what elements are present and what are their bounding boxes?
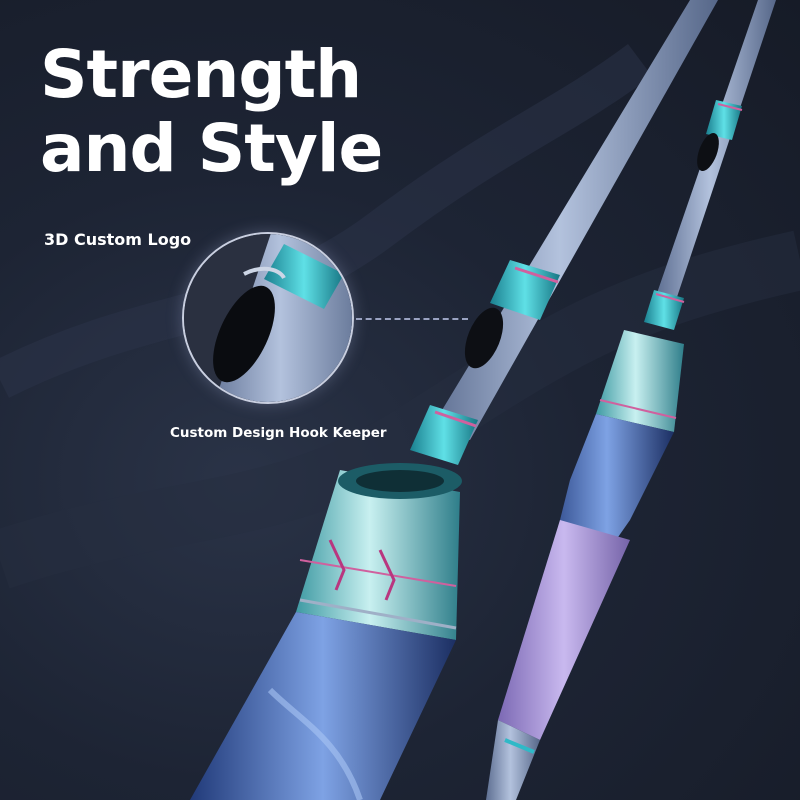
headline: Strength and Style bbox=[40, 36, 383, 187]
rear-rod bbox=[486, 0, 776, 800]
logo-callout-label: 3D Custom Logo bbox=[44, 230, 192, 249]
custom-brand-logo-icon bbox=[697, 132, 719, 172]
hook-keeper-zoom-detail bbox=[182, 232, 354, 404]
front-rod bbox=[190, 0, 718, 800]
callout-connector-line bbox=[356, 318, 468, 320]
headline-line-2: and Style bbox=[40, 110, 383, 187]
keeper-callout-label: Custom Design Hook Keeper bbox=[170, 425, 387, 441]
zoom-detail-image bbox=[184, 234, 352, 402]
hook-keeper-zoom-icon bbox=[213, 285, 275, 383]
headline-line-1: Strength bbox=[40, 36, 362, 113]
hook-keeper-icon bbox=[464, 307, 504, 369]
